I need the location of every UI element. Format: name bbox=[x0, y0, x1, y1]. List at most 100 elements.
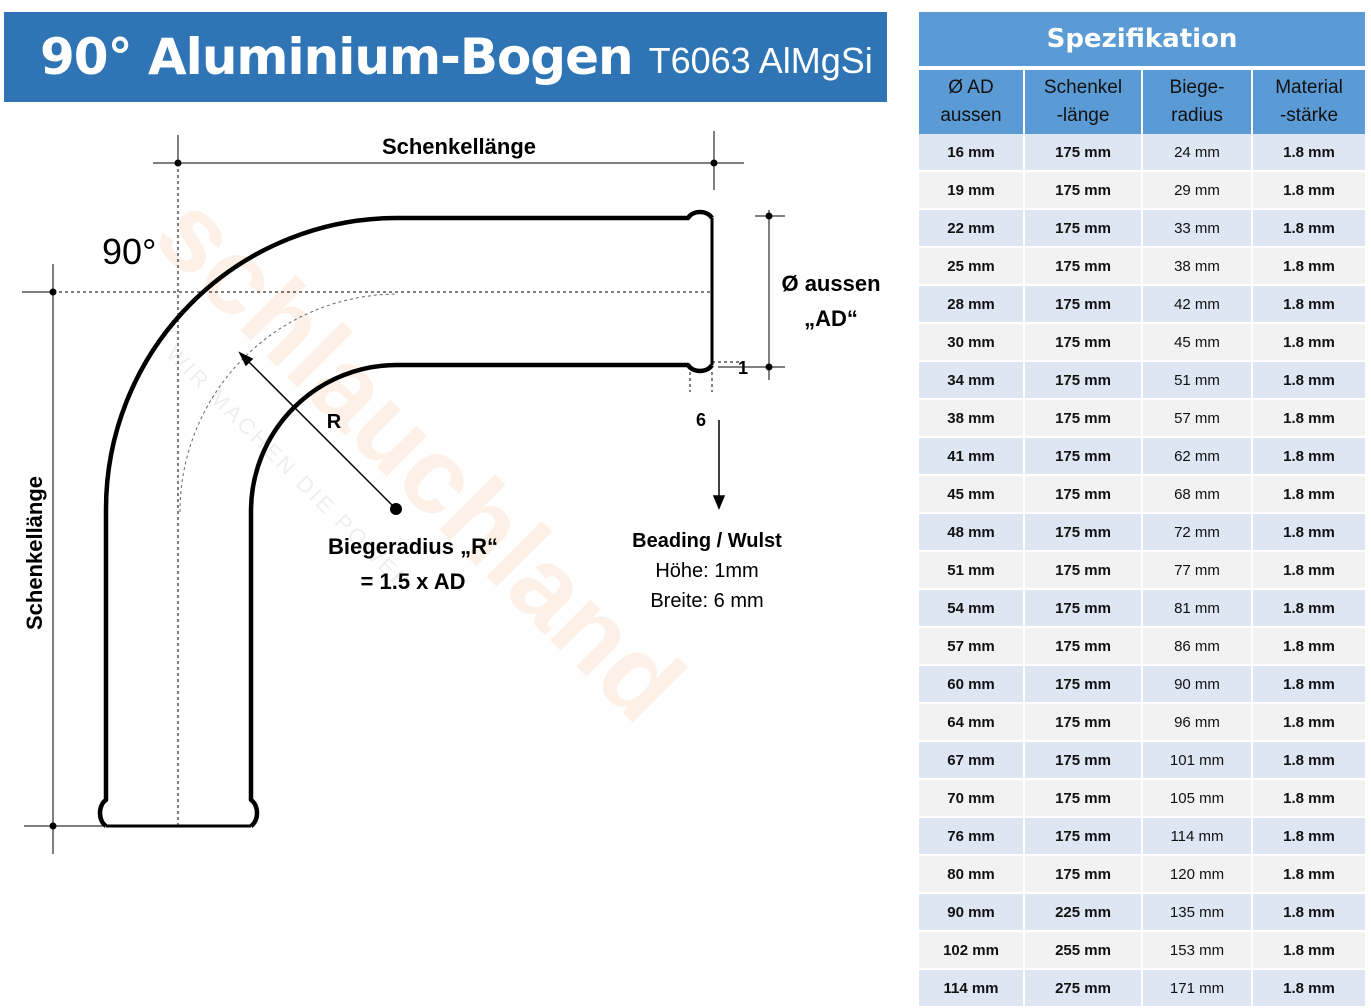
cell-leg-length: 175 mm bbox=[1025, 514, 1141, 552]
label-bead-width: 6 bbox=[696, 410, 706, 430]
cell-diameter: 60 mm bbox=[919, 666, 1023, 704]
cell-leg-length: 175 mm bbox=[1025, 856, 1141, 894]
cell-leg-length: 255 mm bbox=[1025, 932, 1141, 970]
cell-diameter: 48 mm bbox=[919, 514, 1023, 552]
cell-leg-length: 175 mm bbox=[1025, 324, 1141, 362]
cell-diameter: 28 mm bbox=[919, 286, 1023, 324]
cell-diameter: 34 mm bbox=[919, 362, 1023, 400]
cell-bend-radius: 81 mm bbox=[1143, 590, 1251, 628]
cell-diameter: 67 mm bbox=[919, 742, 1023, 780]
cell-bend-radius: 96 mm bbox=[1143, 704, 1251, 742]
label-diameter: Ø aussen bbox=[781, 271, 880, 296]
cell-wall-thickness: 1.8 mm bbox=[1253, 856, 1366, 894]
cell-diameter: 41 mm bbox=[919, 438, 1023, 476]
pipe-inner-edge-top bbox=[397, 362, 714, 374]
cell-wall-thickness: 1.8 mm bbox=[1253, 666, 1366, 704]
label-beading-title: Beading / Wulst bbox=[632, 530, 782, 552]
cell-diameter: 102 mm bbox=[919, 932, 1023, 970]
label-beading-height: Höhe: 1mm bbox=[655, 560, 758, 582]
bend-diagram: schlauchland WIR MACHEN DIE POWER bbox=[22, 131, 881, 854]
title-banner: 90° Aluminium-Bogen T6063 AlMgSi bbox=[4, 12, 887, 102]
cell-leg-length: 175 mm bbox=[1025, 400, 1141, 438]
pipe-inner-edge-bend bbox=[248, 362, 398, 828]
radius-arrow bbox=[238, 351, 397, 510]
cell-leg-length: 175 mm bbox=[1025, 628, 1141, 666]
cell-diameter: 90 mm bbox=[919, 894, 1023, 932]
cell-diameter: 22 mm bbox=[919, 210, 1023, 248]
spec-table-title: Spezifikation bbox=[919, 12, 1366, 70]
cell-wall-thickness: 1.8 mm bbox=[1253, 590, 1366, 628]
cell-bend-radius: 77 mm bbox=[1143, 552, 1251, 590]
cell-bend-radius: 135 mm bbox=[1143, 894, 1251, 932]
cell-leg-length: 175 mm bbox=[1025, 210, 1141, 248]
label-bead-height: 1 bbox=[738, 358, 748, 378]
cell-leg-length: 175 mm bbox=[1025, 134, 1141, 172]
cell-bend-radius: 72 mm bbox=[1143, 514, 1251, 552]
spec-table: Spezifikation Ø AD aussen Schenkel -läng… bbox=[917, 12, 1367, 1008]
cell-leg-length: 175 mm bbox=[1025, 742, 1141, 780]
cell-bend-radius: 120 mm bbox=[1143, 856, 1251, 894]
cell-diameter: 51 mm bbox=[919, 552, 1023, 590]
cell-leg-length: 275 mm bbox=[1025, 970, 1141, 1008]
cell-diameter: 38 mm bbox=[919, 400, 1023, 438]
cell-bend-radius: 171 mm bbox=[1143, 970, 1251, 1008]
cell-bend-radius: 29 mm bbox=[1143, 172, 1251, 210]
cell-bend-radius: 62 mm bbox=[1143, 438, 1251, 476]
cell-diameter: 64 mm bbox=[919, 704, 1023, 742]
cell-leg-length: 175 mm bbox=[1025, 476, 1141, 514]
cell-bend-radius: 105 mm bbox=[1143, 780, 1251, 818]
cell-leg-length: 175 mm bbox=[1025, 704, 1141, 742]
cell-wall-thickness: 1.8 mm bbox=[1253, 704, 1366, 742]
cell-wall-thickness: 1.8 mm bbox=[1253, 932, 1366, 970]
cell-diameter: 76 mm bbox=[919, 818, 1023, 856]
cell-wall-thickness: 1.8 mm bbox=[1253, 438, 1366, 476]
cell-bend-radius: 57 mm bbox=[1143, 400, 1251, 438]
col-header-leg-length: Schenkel -länge bbox=[1025, 70, 1141, 134]
title-alloy: T6063 AlMgSi bbox=[648, 40, 873, 81]
cell-wall-thickness: 1.8 mm bbox=[1253, 324, 1366, 362]
cell-leg-length: 175 mm bbox=[1025, 590, 1141, 628]
cell-wall-thickness: 1.8 mm bbox=[1253, 780, 1366, 818]
col-header-wall-thickness: Material -stärke bbox=[1253, 70, 1366, 134]
cell-leg-length: 175 mm bbox=[1025, 362, 1141, 400]
label-diameter-ad: „AD“ bbox=[804, 306, 858, 331]
cell-bend-radius: 101 mm bbox=[1143, 742, 1251, 780]
cell-leg-length: 175 mm bbox=[1025, 248, 1141, 286]
cell-diameter: 16 mm bbox=[919, 134, 1023, 172]
col-header-bend-radius: Biege- radius bbox=[1143, 70, 1251, 134]
bend-centerline-arc bbox=[179, 293, 399, 513]
label-biegeradius: Biegeradius „R“ bbox=[328, 534, 498, 559]
cell-wall-thickness: 1.8 mm bbox=[1253, 818, 1366, 856]
col-header-diameter: Ø AD aussen bbox=[919, 70, 1023, 134]
cell-bend-radius: 90 mm bbox=[1143, 666, 1251, 704]
cell-diameter: 30 mm bbox=[919, 324, 1023, 362]
cell-diameter: 114 mm bbox=[919, 970, 1023, 1008]
cell-wall-thickness: 1.8 mm bbox=[1253, 552, 1366, 590]
label-schenkel-left: Schenkellänge bbox=[22, 476, 47, 630]
cell-bend-radius: 38 mm bbox=[1143, 248, 1251, 286]
cell-diameter: 19 mm bbox=[919, 172, 1023, 210]
pipe-outer-edge-top bbox=[397, 209, 714, 221]
cell-diameter: 80 mm bbox=[919, 856, 1023, 894]
cell-leg-length: 175 mm bbox=[1025, 438, 1141, 476]
cell-bend-radius: 33 mm bbox=[1143, 210, 1251, 248]
label-beading-width: Breite: 6 mm bbox=[650, 590, 763, 612]
cell-wall-thickness: 1.8 mm bbox=[1253, 400, 1366, 438]
cell-wall-thickness: 1.8 mm bbox=[1253, 894, 1366, 932]
beading-arrow bbox=[712, 420, 726, 510]
